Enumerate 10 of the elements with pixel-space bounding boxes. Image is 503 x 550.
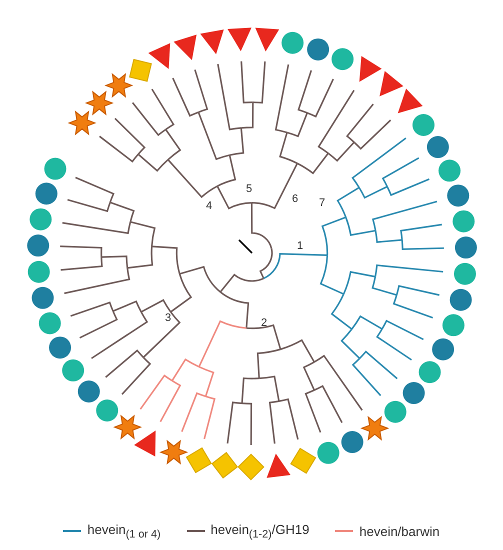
branch-label: 1 bbox=[297, 240, 304, 252]
branch-label: 4 bbox=[206, 200, 212, 212]
legend-label: hevein/barwin bbox=[359, 524, 440, 539]
branch-label: 5 bbox=[246, 183, 252, 195]
branch-label: 6 bbox=[292, 193, 298, 205]
branch-label: 3 bbox=[165, 312, 172, 324]
branch-label: 2 bbox=[261, 317, 268, 329]
legend-label: hevein$_{(1 or 4)}$ bbox=[87, 522, 161, 541]
legend-label: hevein$_{(1-2)}$/GH19 bbox=[210, 522, 310, 541]
branch-label: 7 bbox=[319, 197, 326, 209]
